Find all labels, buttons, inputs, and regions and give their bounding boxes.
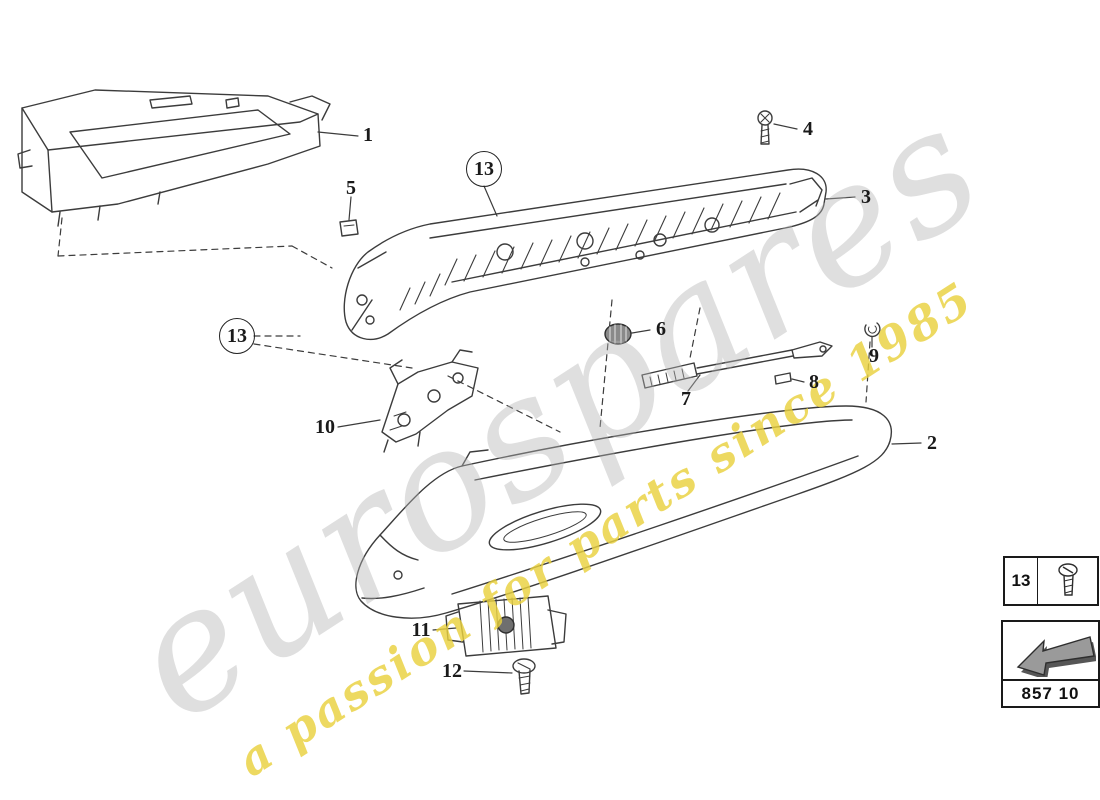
part-9-snap-ring: [864, 322, 881, 338]
callout-part-4: 4: [803, 118, 813, 140]
callout-part-2: 2: [927, 432, 937, 454]
legend-screw-number: 13: [1011, 571, 1031, 590]
part-13-trim-panel: [343, 168, 827, 341]
callout-part-1: 1: [363, 124, 373, 146]
assembly-dashed-lines: [57, 217, 871, 433]
part-1-glovebox-housing: [17, 89, 331, 227]
callout-part-9: 9: [869, 345, 879, 367]
callout-part-11: 11: [411, 619, 431, 641]
callout-part-3: 3: [861, 186, 871, 208]
part-12-screw: [512, 658, 536, 695]
callout-part-13-top: 13: [466, 151, 502, 187]
callout-part-5: 5: [346, 177, 356, 199]
callout-part-6: 6: [656, 318, 666, 340]
part-5-clip: [339, 219, 359, 237]
part-7-hinge-rod: [641, 341, 833, 389]
part-4-screw: [757, 110, 773, 145]
legend-screw-box: 13: [1003, 556, 1099, 606]
direction-arrow-icon: [1003, 622, 1098, 679]
legend-screw-icon: [1038, 558, 1097, 604]
part-2-glovebox-lid: [355, 405, 892, 619]
diagram-code: 857 10: [1003, 679, 1098, 706]
part-8-pin: [774, 372, 792, 385]
part-6-grommet: [604, 323, 632, 345]
callout-part-10: 10: [315, 416, 335, 438]
part-11-latch: [445, 595, 567, 657]
legend-arrow-box: 857 10: [1001, 620, 1100, 708]
callout-part-13-left: 13: [219, 318, 255, 354]
part-10-bracket: [381, 349, 479, 453]
callout-part-12: 12: [442, 660, 462, 682]
callout-part-8: 8: [809, 371, 819, 393]
leader-lines: [253, 123, 922, 674]
callout-part-7: 7: [681, 388, 691, 410]
